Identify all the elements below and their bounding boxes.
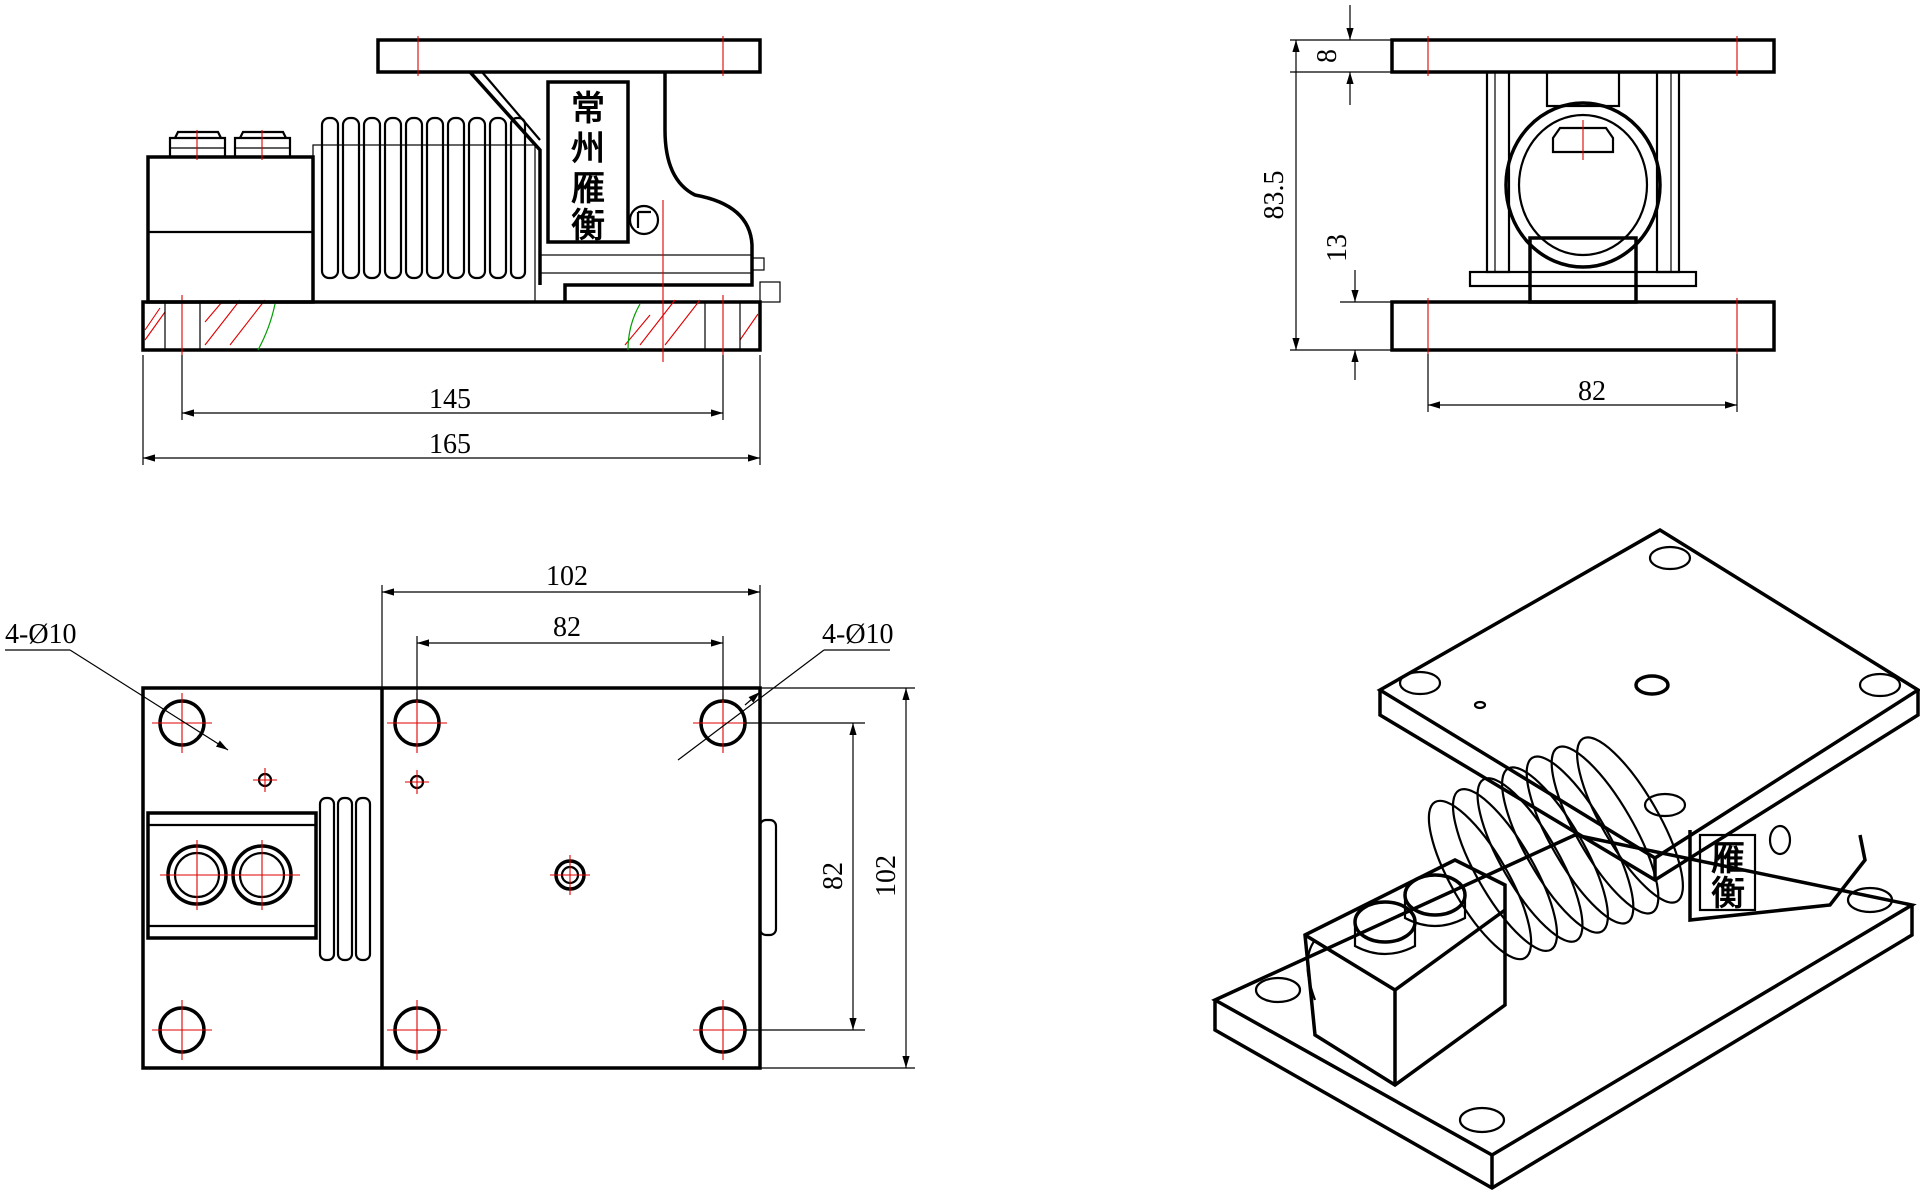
front-base-hatch [144, 299, 759, 351]
front-brand-char-3: 雁 [571, 169, 605, 209]
top-dim-82-y: 82 [818, 862, 849, 890]
hole-callout-right: 4-Ø10 [822, 619, 894, 650]
top-dim-102-y: 102 [871, 855, 902, 897]
side-view: 8 83.5 13 82 [1259, 5, 1776, 412]
top-view-holes [158, 699, 747, 1054]
front-brand-char-1: 常 [571, 89, 605, 129]
top-dim-82-x: 82 [553, 612, 581, 643]
front-brand-char-2: 州 [571, 129, 605, 169]
front-view: 常 州 雁 衡 145 165 [141, 36, 781, 465]
iso-brand-char-1: 雁 [1711, 839, 1745, 879]
side-dim-83-5: 83.5 [1259, 171, 1290, 220]
isometric-view: 雁 衡 [1211, 527, 1920, 1191]
front-bellows [312, 116, 536, 303]
hole-callout-left: 4-Ø10 [5, 619, 77, 650]
front-dim-165: 165 [429, 429, 471, 460]
side-dim-8: 8 [1312, 49, 1343, 63]
side-dim-82: 82 [1578, 376, 1606, 407]
side-dim-13: 13 [1322, 234, 1353, 262]
top-view-centerlines [152, 693, 753, 1060]
front-brand-char-4: 衡 [571, 206, 605, 246]
front-dim-145: 145 [429, 384, 471, 415]
iso-bellows [1427, 736, 1684, 961]
top-dim-102: 102 [546, 561, 588, 592]
iso-brand-char-2: 衡 [1711, 874, 1745, 914]
top-view: 102 82 82 102 4-Ø10 4-Ø10 [5, 561, 915, 1070]
